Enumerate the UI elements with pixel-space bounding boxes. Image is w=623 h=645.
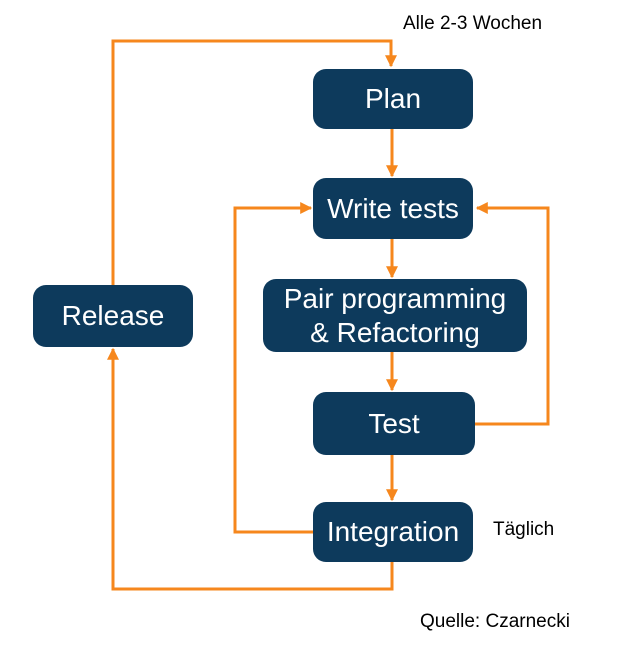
arrow-integration-to-release bbox=[107, 347, 394, 591]
node-release: Release bbox=[33, 285, 193, 347]
node-plan: Plan bbox=[313, 69, 473, 129]
arrow-integration-to-write-tests bbox=[233, 202, 313, 534]
cycle-duration-label: Alle 2-3 Wochen bbox=[403, 13, 543, 34]
node-integration: Integration bbox=[313, 502, 473, 562]
source-label: Quelle: Czarnecki bbox=[420, 611, 570, 632]
arrow-test-to-write-tests bbox=[475, 202, 550, 426]
daily-label: Täglich bbox=[493, 519, 555, 540]
arrow-release-to-plan bbox=[111, 39, 397, 285]
node-test: Test bbox=[313, 392, 475, 455]
node-write-tests: Write tests bbox=[313, 178, 473, 239]
node-pair-programming-refactoring: Pair programming & Refactoring bbox=[263, 279, 527, 352]
